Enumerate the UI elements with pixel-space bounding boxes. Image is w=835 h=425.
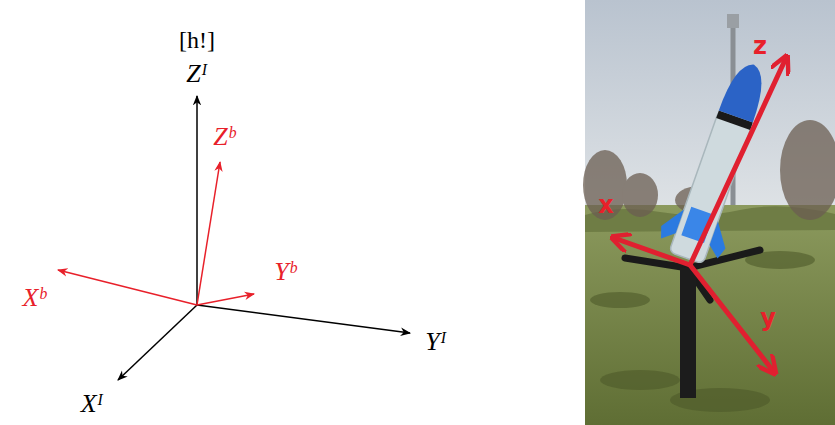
- inertial-axes: [118, 96, 410, 380]
- body-axes: [58, 162, 254, 305]
- float-specifier: [h!]: [179, 28, 215, 52]
- photo-axis-label: z: [753, 34, 767, 58]
- photo-axis-label: x: [598, 193, 613, 217]
- axis-label: Yᴵ: [425, 329, 446, 355]
- axis-label: Xᵇ: [23, 285, 46, 311]
- rocket-photo: [583, 0, 835, 425]
- photo-axis-label: y: [760, 306, 776, 330]
- axis-label: Yᵇ: [274, 259, 295, 285]
- axis-label: Xᴵ: [81, 391, 104, 417]
- axis-label: Zᴵ: [186, 61, 207, 87]
- axis-label: Zᵇ: [213, 124, 234, 150]
